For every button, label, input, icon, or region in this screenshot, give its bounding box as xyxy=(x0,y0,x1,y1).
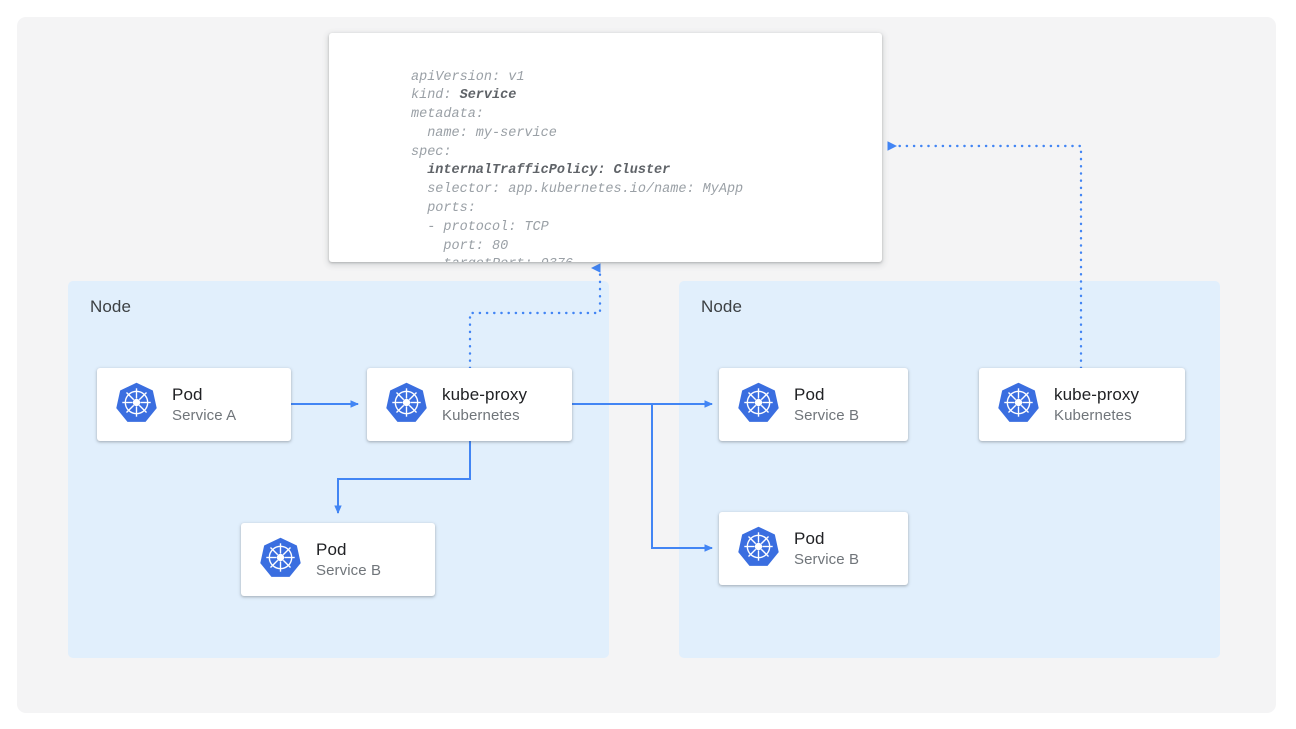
kubernetes-icon xyxy=(997,381,1040,429)
pod-service-b-right-top-subtitle: Service B xyxy=(794,406,860,424)
pod-service-b-left-text: Pod Service B xyxy=(316,540,381,580)
pod-service-a-title: Pod xyxy=(172,384,203,404)
kubernetes-icon xyxy=(259,536,302,584)
pod-service-b-right-bottom-text: Pod Service B xyxy=(794,529,859,569)
kubernetes-icon xyxy=(115,381,158,429)
kubernetes-icon xyxy=(737,525,780,573)
pod-service-b-right-bottom-title: Pod xyxy=(794,528,825,548)
pod-service-b-right-bottom-subtitle: Service B xyxy=(794,550,860,568)
kube-proxy-left-text: kube-proxy Kubernetes xyxy=(442,385,527,425)
pod-service-b-left-subtitle: Service B xyxy=(316,561,382,579)
node-label-right: Node xyxy=(701,297,743,316)
service-manifest-text: apiVersion: v1 kind: Service metadata: n… xyxy=(411,69,744,263)
kube-proxy-right-text: kube-proxy Kubernetes xyxy=(1054,385,1139,425)
kube-proxy-left-title: kube-proxy xyxy=(442,384,528,404)
pod-service-b-left-title: Pod xyxy=(316,539,347,559)
node-label-left: Node xyxy=(90,297,132,316)
service-manifest-card: apiVersion: v1 kind: Service metadata: n… xyxy=(329,33,882,262)
pod-service-b-right-top-text: Pod Service B xyxy=(794,385,859,425)
kube-proxy-right-title: kube-proxy xyxy=(1054,384,1140,404)
pod-service-a-text: Pod Service A xyxy=(172,385,236,425)
pod-service-b-right-bottom-box[interactable]: Pod Service B xyxy=(719,512,908,585)
pod-service-a-box[interactable]: Pod Service A xyxy=(97,368,291,441)
kubernetes-icon xyxy=(737,381,780,429)
pod-service-b-right-top-title: Pod xyxy=(794,384,825,404)
kube-proxy-left-box[interactable]: kube-proxy Kubernetes xyxy=(367,368,572,441)
kubernetes-icon xyxy=(385,381,428,429)
kube-proxy-right-box[interactable]: kube-proxy Kubernetes xyxy=(979,368,1185,441)
node-container-right: Node xyxy=(679,281,1220,658)
kube-proxy-right-subtitle: Kubernetes xyxy=(1054,406,1132,424)
pod-service-b-right-top-box[interactable]: Pod Service B xyxy=(719,368,908,441)
kube-proxy-left-subtitle: Kubernetes xyxy=(442,406,520,424)
node-container-left: Node xyxy=(68,281,609,658)
pod-service-b-left-box[interactable]: Pod Service B xyxy=(241,523,435,596)
pod-service-a-subtitle: Service A xyxy=(172,406,237,424)
